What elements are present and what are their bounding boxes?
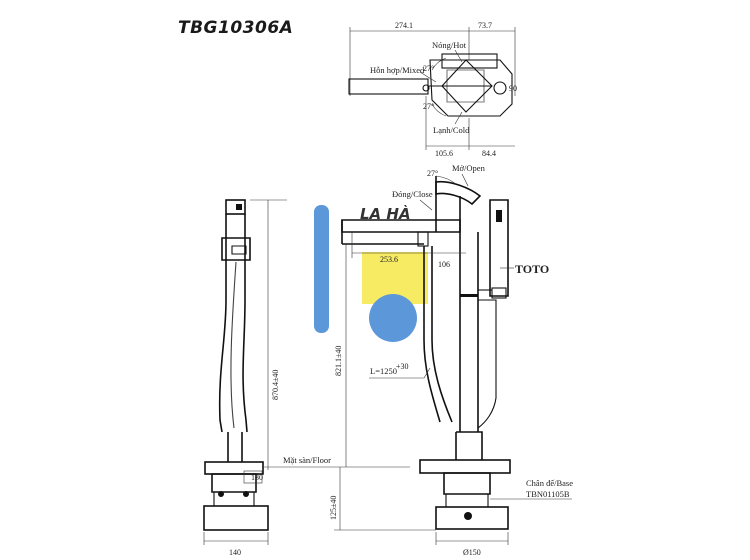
spout-aerator xyxy=(417,231,429,247)
outlet-circle xyxy=(493,81,507,95)
model-code: TBG10306A xyxy=(178,18,294,38)
watermark-text: LA HÀ xyxy=(360,204,411,223)
dim-bottom-right: 84.4 xyxy=(482,149,496,158)
label-mixed: Hỗn hợp/Mixed xyxy=(370,65,425,75)
front-lower-column xyxy=(456,431,483,460)
front-dim-spout-right: 106 xyxy=(438,260,450,269)
front-base-neck xyxy=(443,472,491,495)
side-handle-top xyxy=(225,199,246,215)
front-dim-height: 821.1±40 xyxy=(334,346,343,376)
angle-hot: 27° xyxy=(423,64,434,73)
front-angle-open: 27° xyxy=(427,169,438,178)
hand-shower xyxy=(489,199,509,297)
angle-cold: 27° xyxy=(423,102,434,111)
brand-toto: TOTO xyxy=(515,262,549,276)
side-dim-height: 870.4±40 xyxy=(271,370,280,400)
dim-right-length: 73.7 xyxy=(478,21,492,30)
front-lever-handle xyxy=(435,180,482,206)
side-dim-width-small: 130 xyxy=(251,473,263,482)
front-dim-spout-reach: 253.6 xyxy=(380,255,398,264)
front-dim-base-dia: Ø150 xyxy=(463,548,481,557)
label-hose-length: L=1250 xyxy=(370,366,397,376)
dim-side: 90 xyxy=(509,84,517,93)
front-floor-plate xyxy=(419,459,511,474)
front-view: 27° Mở/Open Đóng/Close TOTO xyxy=(329,163,573,557)
side-base-neck xyxy=(211,473,257,493)
label-open: Mở/Open xyxy=(452,163,486,173)
mixer-top-cap xyxy=(441,53,498,69)
watermark-blue-circle xyxy=(369,294,417,342)
side-hose-curve xyxy=(218,299,248,433)
label-hose-tolerance: +30 xyxy=(396,362,409,371)
main-column xyxy=(459,232,479,432)
label-close: Đóng/Close xyxy=(392,189,433,199)
hand-shower-holder xyxy=(477,299,497,429)
side-view: 870.4±40 130 140 xyxy=(203,199,287,557)
front-base-block xyxy=(435,506,509,530)
top-view: 274.1 73.7 27° 27° 90 Nóng/Hot Hỗn hợp/M… xyxy=(348,21,517,158)
side-upper-column xyxy=(225,214,246,300)
spout-outlet xyxy=(341,220,424,245)
mixer-body xyxy=(429,59,513,117)
lever-handle xyxy=(348,78,429,95)
front-dim-below-floor: 125±40 xyxy=(329,496,338,520)
dim-left-length: 274.1 xyxy=(395,21,413,30)
label-floor: Mặt sàn/Floor xyxy=(283,455,331,465)
pivot-point xyxy=(422,84,430,92)
label-hot: Nóng/Hot xyxy=(432,40,467,50)
label-base-code: TBN01105B xyxy=(526,489,570,499)
dim-bottom-left: 105.6 xyxy=(435,149,453,158)
side-dim-base-width: 140 xyxy=(229,548,241,557)
label-base: Chân đế/Base xyxy=(526,478,573,488)
watermark-blue-bar xyxy=(314,205,329,333)
watermark-logo: LA HÀ xyxy=(314,204,428,342)
label-cold: Lạnh/Cold xyxy=(433,125,470,135)
handle-rotation-square xyxy=(441,59,493,113)
side-lower-column xyxy=(227,432,243,462)
side-mixer-block xyxy=(221,237,251,261)
side-base-block xyxy=(203,505,269,531)
shower-hose xyxy=(423,246,453,423)
